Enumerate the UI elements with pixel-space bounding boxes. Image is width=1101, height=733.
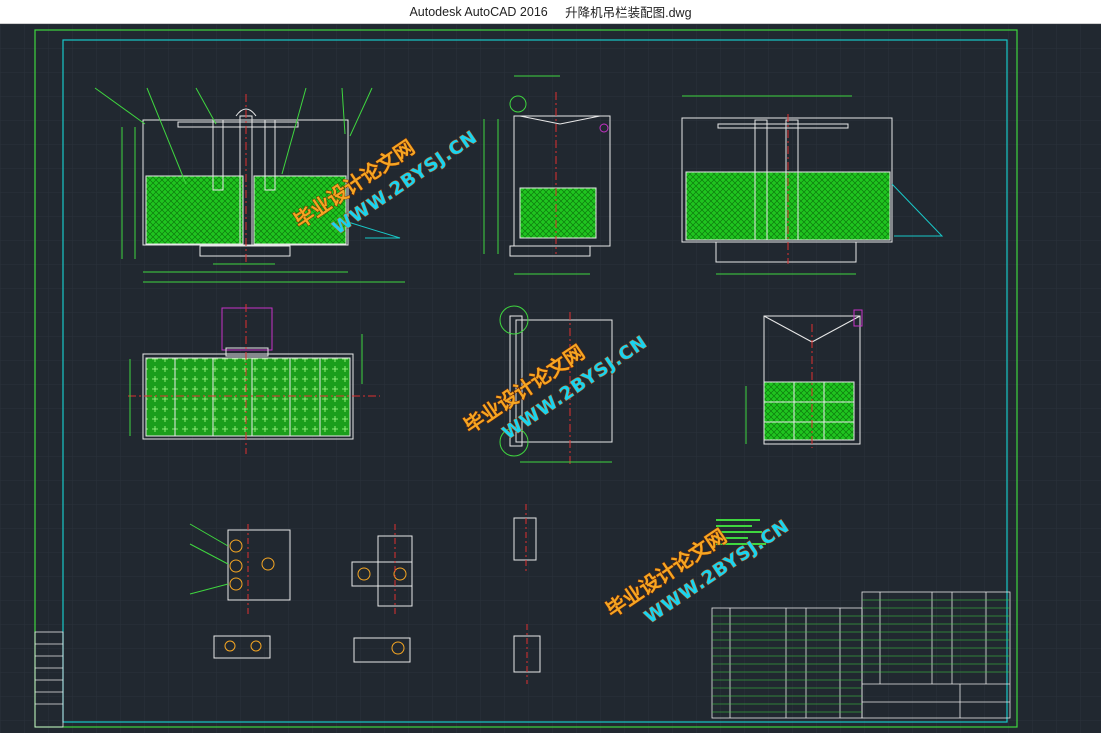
window-title-bar: Autodesk AutoCAD 2016 升降机吊栏装配图.dwg: [0, 0, 1101, 24]
revision-block: [34, 631, 64, 728]
detail-views[interactable]: [189, 504, 541, 684]
plan-view[interactable]: [128, 304, 380, 454]
outer-border: [34, 29, 1018, 728]
side-elevation-view[interactable]: [483, 75, 611, 275]
title-separator: [548, 5, 565, 19]
parts-list-rows: [712, 599, 1010, 713]
section-a-view[interactable]: [745, 309, 863, 448]
title-block: [711, 591, 1011, 719]
file-name: 升降机吊栏装配图.dwg: [565, 6, 692, 20]
inner-border: [62, 39, 1008, 723]
rear-elevation-view[interactable]: [681, 95, 944, 275]
cad-drawing-canvas[interactable]: 毕业设计论文网 WWW.2BYSJ.CN 毕业设计论文网 WWW.2BYSJ.C…: [0, 24, 1101, 733]
technical-notes: [716, 519, 766, 545]
section-b-view[interactable]: [499, 305, 613, 464]
front-elevation-view[interactable]: [94, 87, 405, 283]
app-name: Autodesk AutoCAD 2016: [409, 4, 548, 19]
